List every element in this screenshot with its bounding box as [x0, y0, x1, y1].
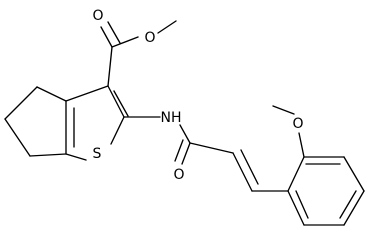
bond — [343, 190, 365, 226]
bond — [100, 26, 113, 48]
bond — [29, 153, 67, 157]
bond — [298, 132, 305, 158]
bond — [181, 142, 191, 165]
bond — [110, 116, 125, 145]
methoxy-group — [272, 105, 305, 158]
bond — [189, 142, 234, 154]
bond — [111, 36, 139, 48]
bond — [107, 46, 113, 87]
bond — [157, 20, 177, 34]
bond — [240, 149, 259, 185]
methoxyphenyl-ring — [287, 156, 365, 226]
cyclopentane-ring — [4, 86, 67, 157]
ester-carbonyl-oxygen-label: O — [92, 8, 103, 24]
bond — [107, 85, 125, 118]
vinyl-linker — [189, 142, 289, 192]
ester-alkoxy-oxygen-label: O — [144, 30, 155, 46]
bond — [343, 156, 365, 192]
bond — [174, 139, 184, 162]
bond — [113, 90, 129, 117]
chemical-structure-drawing: O O NH S O O — [4, 8, 365, 226]
bond — [287, 156, 305, 192]
methyl-ester-group — [100, 20, 177, 87]
methoxy-oxygen-label: O — [292, 116, 303, 132]
amide-linker — [123, 116, 191, 165]
bond — [4, 86, 38, 120]
amide-nh-label: NH — [161, 110, 182, 126]
bond — [4, 118, 31, 157]
bond — [232, 152, 253, 192]
bond — [287, 190, 305, 226]
bond — [107, 21, 121, 44]
bond — [65, 85, 109, 102]
bond — [179, 124, 191, 144]
bond — [339, 190, 357, 219]
thiophene-ring — [65, 85, 129, 161]
amide-carbonyl-oxygen-label: O — [173, 167, 184, 183]
thiophene-sulfur-label: S — [93, 146, 102, 162]
bond — [36, 86, 67, 102]
bond — [65, 153, 87, 161]
bond — [295, 190, 309, 219]
structure-canvas: O O NH S O O — [4, 8, 365, 226]
bond — [272, 105, 295, 115]
